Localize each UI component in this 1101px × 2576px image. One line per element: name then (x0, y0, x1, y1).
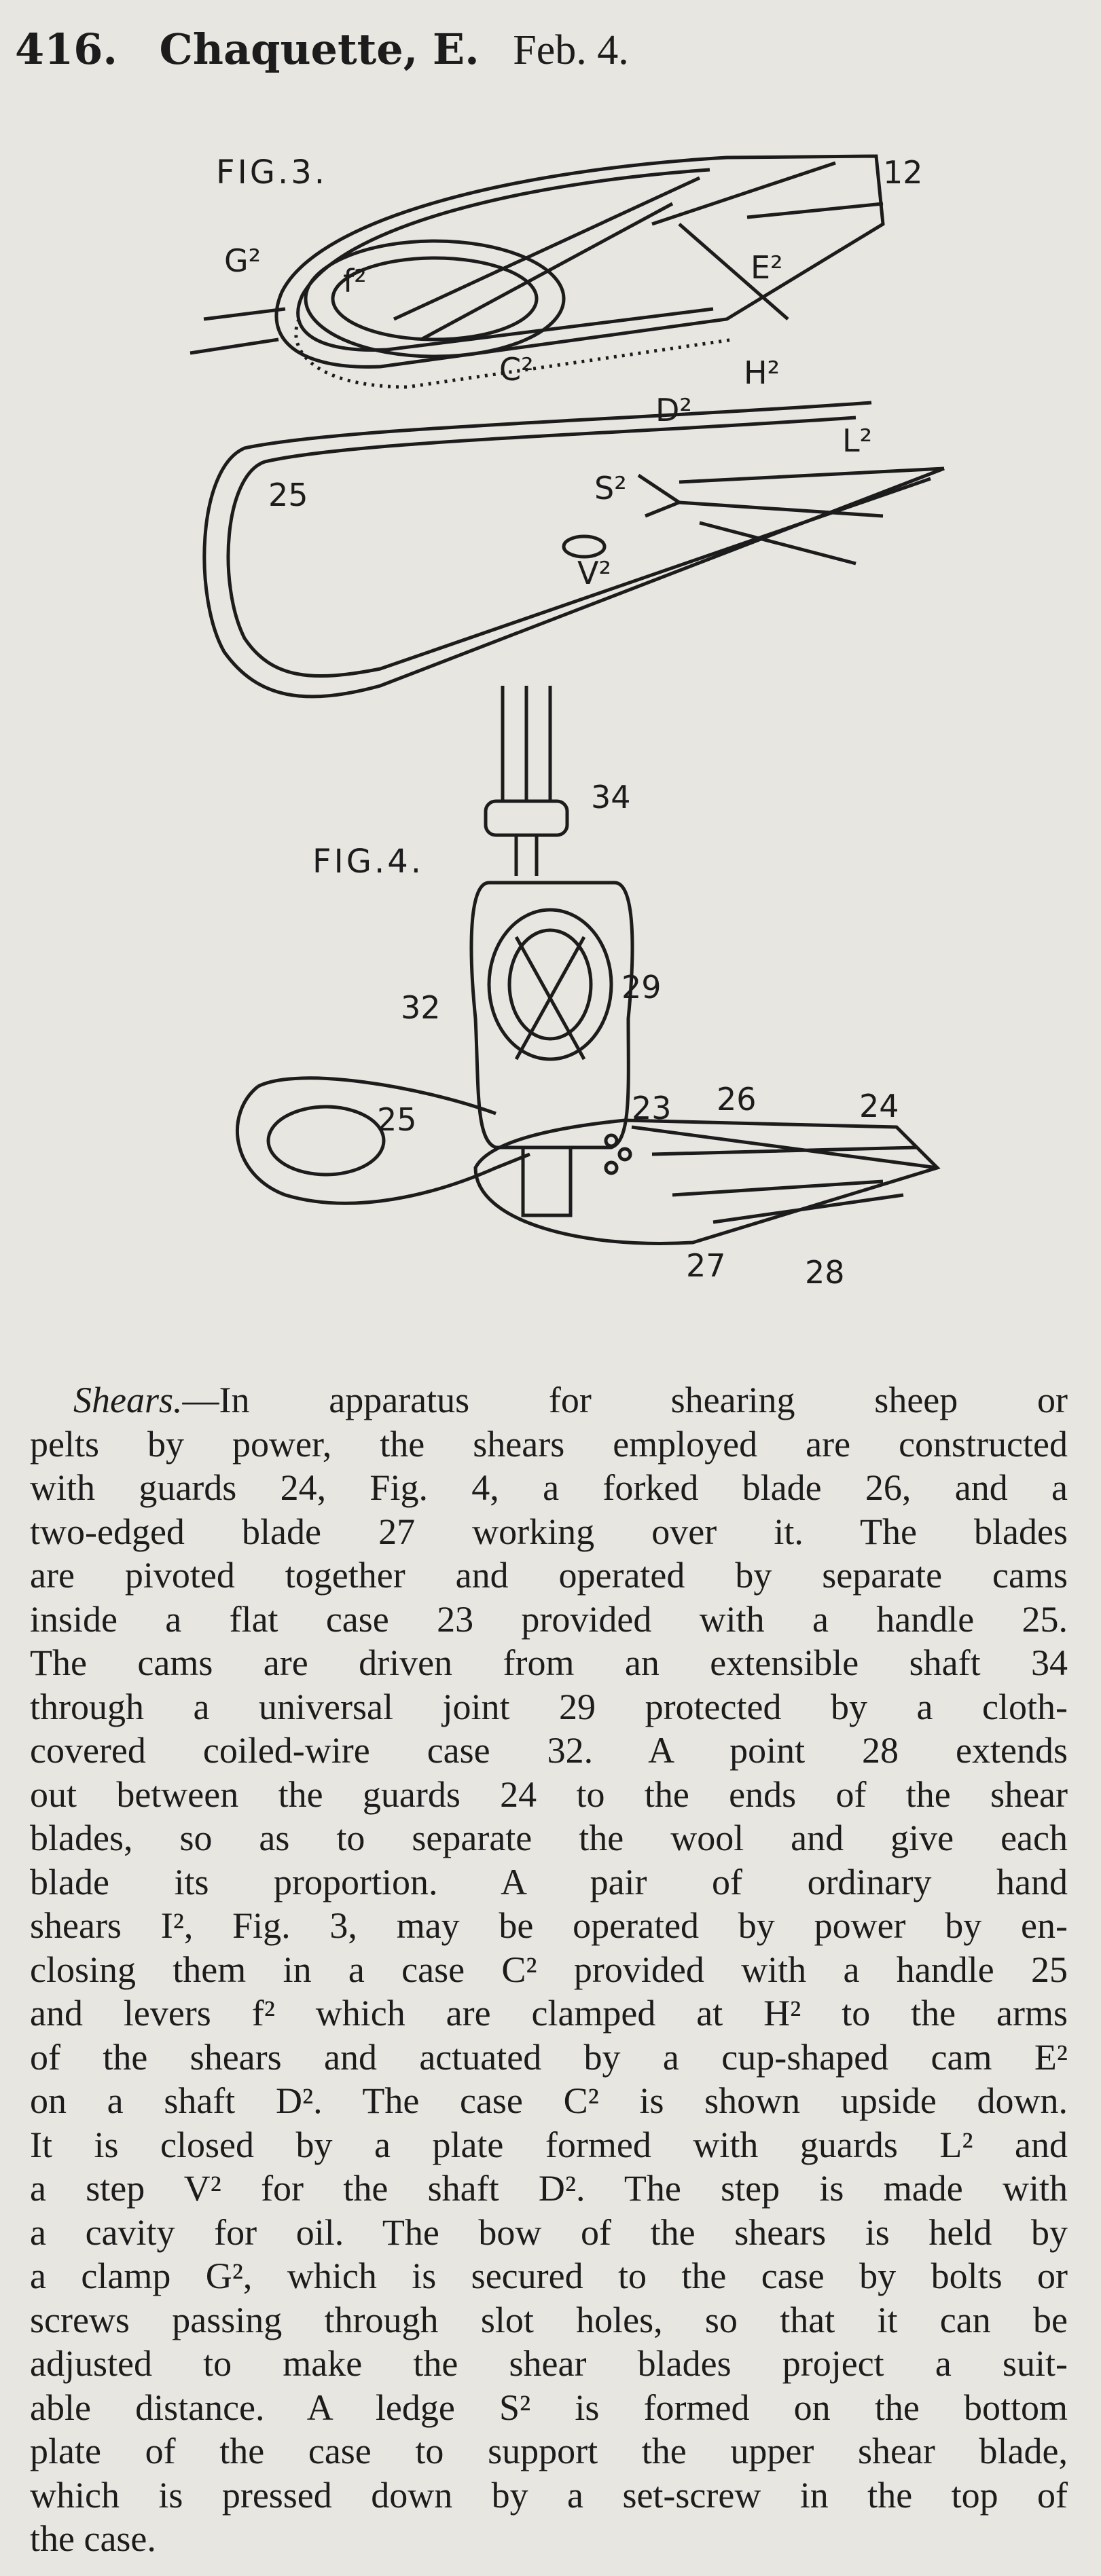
label-S2: S² (594, 470, 627, 507)
fig4-title: FIG.4. (312, 843, 424, 881)
handle-ring-drawing (236, 1076, 530, 1205)
text-line: The cams are driven from an extensible s… (30, 1642, 1068, 1683)
text-line: pelts by power, the shears employed are … (30, 1423, 1068, 1465)
label-E2: E² (751, 249, 783, 286)
text-line: through a universal joint 29 protected b… (30, 1686, 1068, 1727)
patent-drawings: FIG.3. 12 G² f² E² C² H² D² 25 L² (189, 153, 945, 1291)
blades-drawing (473, 1118, 941, 1246)
text-line: blade its proportion. A pair of ordinary… (30, 1861, 1068, 1902)
text-line: closing them in a case C² provided with … (30, 1949, 1068, 1990)
figure-4: FIG.4. 34 32 29 25 23 (236, 686, 941, 1291)
text-line: with guards 24, Fig. 4, a forked blade 2… (30, 1467, 1068, 1508)
label-23: 23 (632, 1090, 672, 1126)
text-line: on a shaft D². The case C² is shown upsi… (30, 2080, 1068, 2121)
text-line-content: —In apparatus for shearing sheep or (182, 1380, 1068, 1420)
abstract-text: Shears.—In apparatus for shearing sheep … (30, 1378, 1068, 2561)
label-25: 25 (268, 477, 308, 513)
label-V2: V² (577, 555, 611, 591)
text-line: the case. (30, 2518, 156, 2559)
text-line: It is closed by a plate formed with guar… (30, 2124, 1068, 2165)
label-28: 28 (805, 1254, 845, 1291)
text-line: blades, so as to separate the wool and g… (30, 1818, 1068, 1858)
label-H2: H² (744, 354, 780, 391)
text-line: inside a flat case 23 provided with a ha… (30, 1598, 1068, 1640)
entry-date: Feb. 4. (513, 27, 629, 73)
text-line: of the shears and actuated by a cup-shap… (30, 2036, 1068, 2078)
text-line: a step V² for the shaft D². The step is … (30, 2168, 1068, 2209)
text-line: and levers f² which are clamped at H² to… (30, 1993, 1068, 2034)
text-line: Shears.—In apparatus for shearing sheep … (30, 1378, 1068, 1422)
text-line: plate of the case to support the upper s… (30, 2431, 1068, 2471)
universal-joint-case-drawing (469, 881, 634, 1217)
label-D2: D² (655, 392, 692, 428)
inventor-name: Chaquette, E. (159, 24, 480, 74)
label-L2: L² (842, 422, 872, 459)
label-12: 12 (883, 154, 923, 191)
text-line: two-edged blade 27 working over it. The … (30, 1511, 1068, 1552)
fig4-reference-labels: 34 32 29 25 23 26 24 27 28 (377, 779, 899, 1291)
label-G2: G² (224, 242, 261, 279)
label-26: 26 (717, 1081, 757, 1118)
text-line: screws passing through slot holes, so th… (30, 2299, 1068, 2340)
label-27: 27 (686, 1247, 726, 1284)
text-line: covered coiled-wire case 32. A point 28 … (30, 1730, 1068, 1771)
fig3-title: FIG.3. (216, 153, 327, 191)
text-line: shears I², Fig. 3, may be operated by po… (30, 1905, 1068, 1946)
figure-3: FIG.3. 12 G² f² E² C² H² D² 25 L² (189, 153, 945, 699)
entry-number: 416. (15, 24, 118, 74)
text-line: adjusted to make the shear blades projec… (30, 2343, 1068, 2384)
label-25: 25 (377, 1101, 417, 1138)
label-34: 34 (591, 779, 631, 815)
label-32: 32 (401, 989, 441, 1026)
fig3-reference-labels: 12 G² f² E² C² H² D² 25 L² S² V² (224, 154, 923, 591)
text-line: able distance. A ledge S² is formed on t… (30, 2387, 1068, 2428)
shaft-drawing (484, 686, 569, 876)
text-line: out between the guards 24 to the ends of… (30, 1773, 1068, 1815)
text-line: are pivoted together and operated by sep… (30, 1555, 1068, 1596)
label-C2: C² (499, 351, 534, 388)
text-line: a cavity for oil. The bow of the shears … (30, 2211, 1068, 2253)
text-line: which is pressed down by a set-screw in … (30, 2474, 1068, 2516)
guard-plate-drawing (202, 401, 945, 699)
entry-header: 416. Chaquette, E. Feb. 4. (15, 24, 629, 75)
label-29: 29 (621, 969, 662, 1006)
text-line: a clamp G², which is secured to the case… (30, 2256, 1068, 2296)
label-f2: f² (343, 263, 367, 299)
section-lead: Shears. (73, 1380, 183, 1420)
shears-case-drawing (189, 154, 885, 389)
label-24: 24 (859, 1088, 899, 1124)
